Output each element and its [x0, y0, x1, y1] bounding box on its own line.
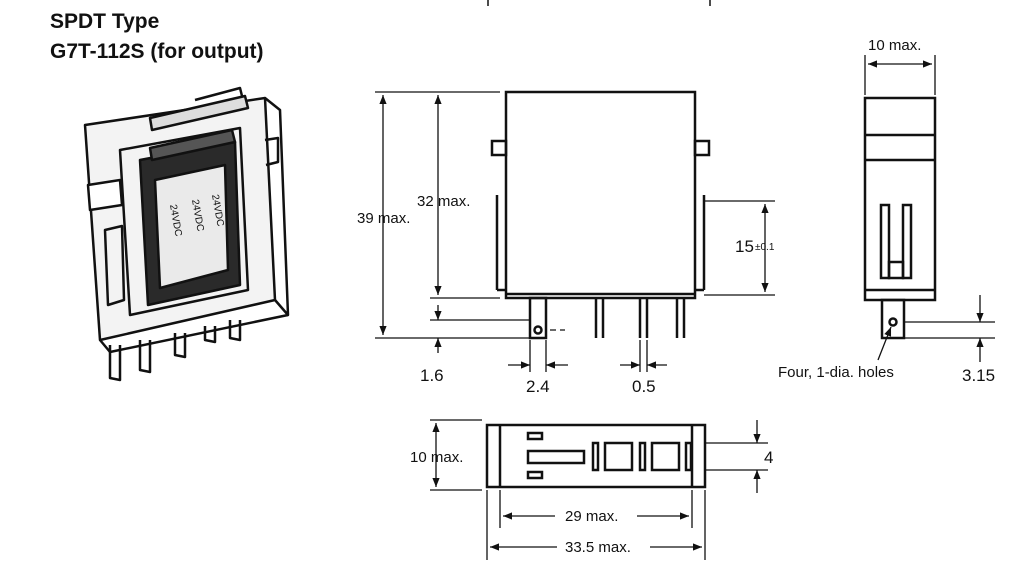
dim-4: 4 — [764, 448, 773, 467]
front-dimensions — [375, 91, 775, 372]
bottom-dimensions — [430, 419, 768, 560]
side-dimensions — [864, 55, 995, 362]
dim-bottom-10-max: 10 max. — [410, 449, 463, 466]
page-subtitle: G7T-112S (for output) — [50, 40, 264, 63]
dim-2-4: 2.4 — [526, 377, 550, 396]
dim-15-tol: ±0.1 — [755, 242, 775, 253]
dim-32-max: 32 max. — [417, 193, 470, 210]
bottom-view — [485, 423, 707, 489]
dim-33-5-max: 33.5 max. — [565, 539, 631, 556]
dim-side-10-max: 10 max. — [868, 37, 921, 54]
dim-3-15: 3.15 — [962, 366, 995, 385]
side-view — [863, 96, 937, 340]
dim-39-max: 39 max. — [357, 210, 410, 227]
dim-15: 15 — [735, 237, 754, 256]
dim-29-max: 29 max. — [565, 508, 618, 525]
page-title: SPDT Type — [50, 10, 160, 33]
relay-photo — [83, 86, 290, 382]
dim-1-6: 1.6 — [420, 366, 444, 385]
front-view — [490, 90, 711, 340]
holes-note: Four, 1-dia. holes — [778, 364, 894, 381]
dim-0-5: 0.5 — [632, 377, 656, 396]
